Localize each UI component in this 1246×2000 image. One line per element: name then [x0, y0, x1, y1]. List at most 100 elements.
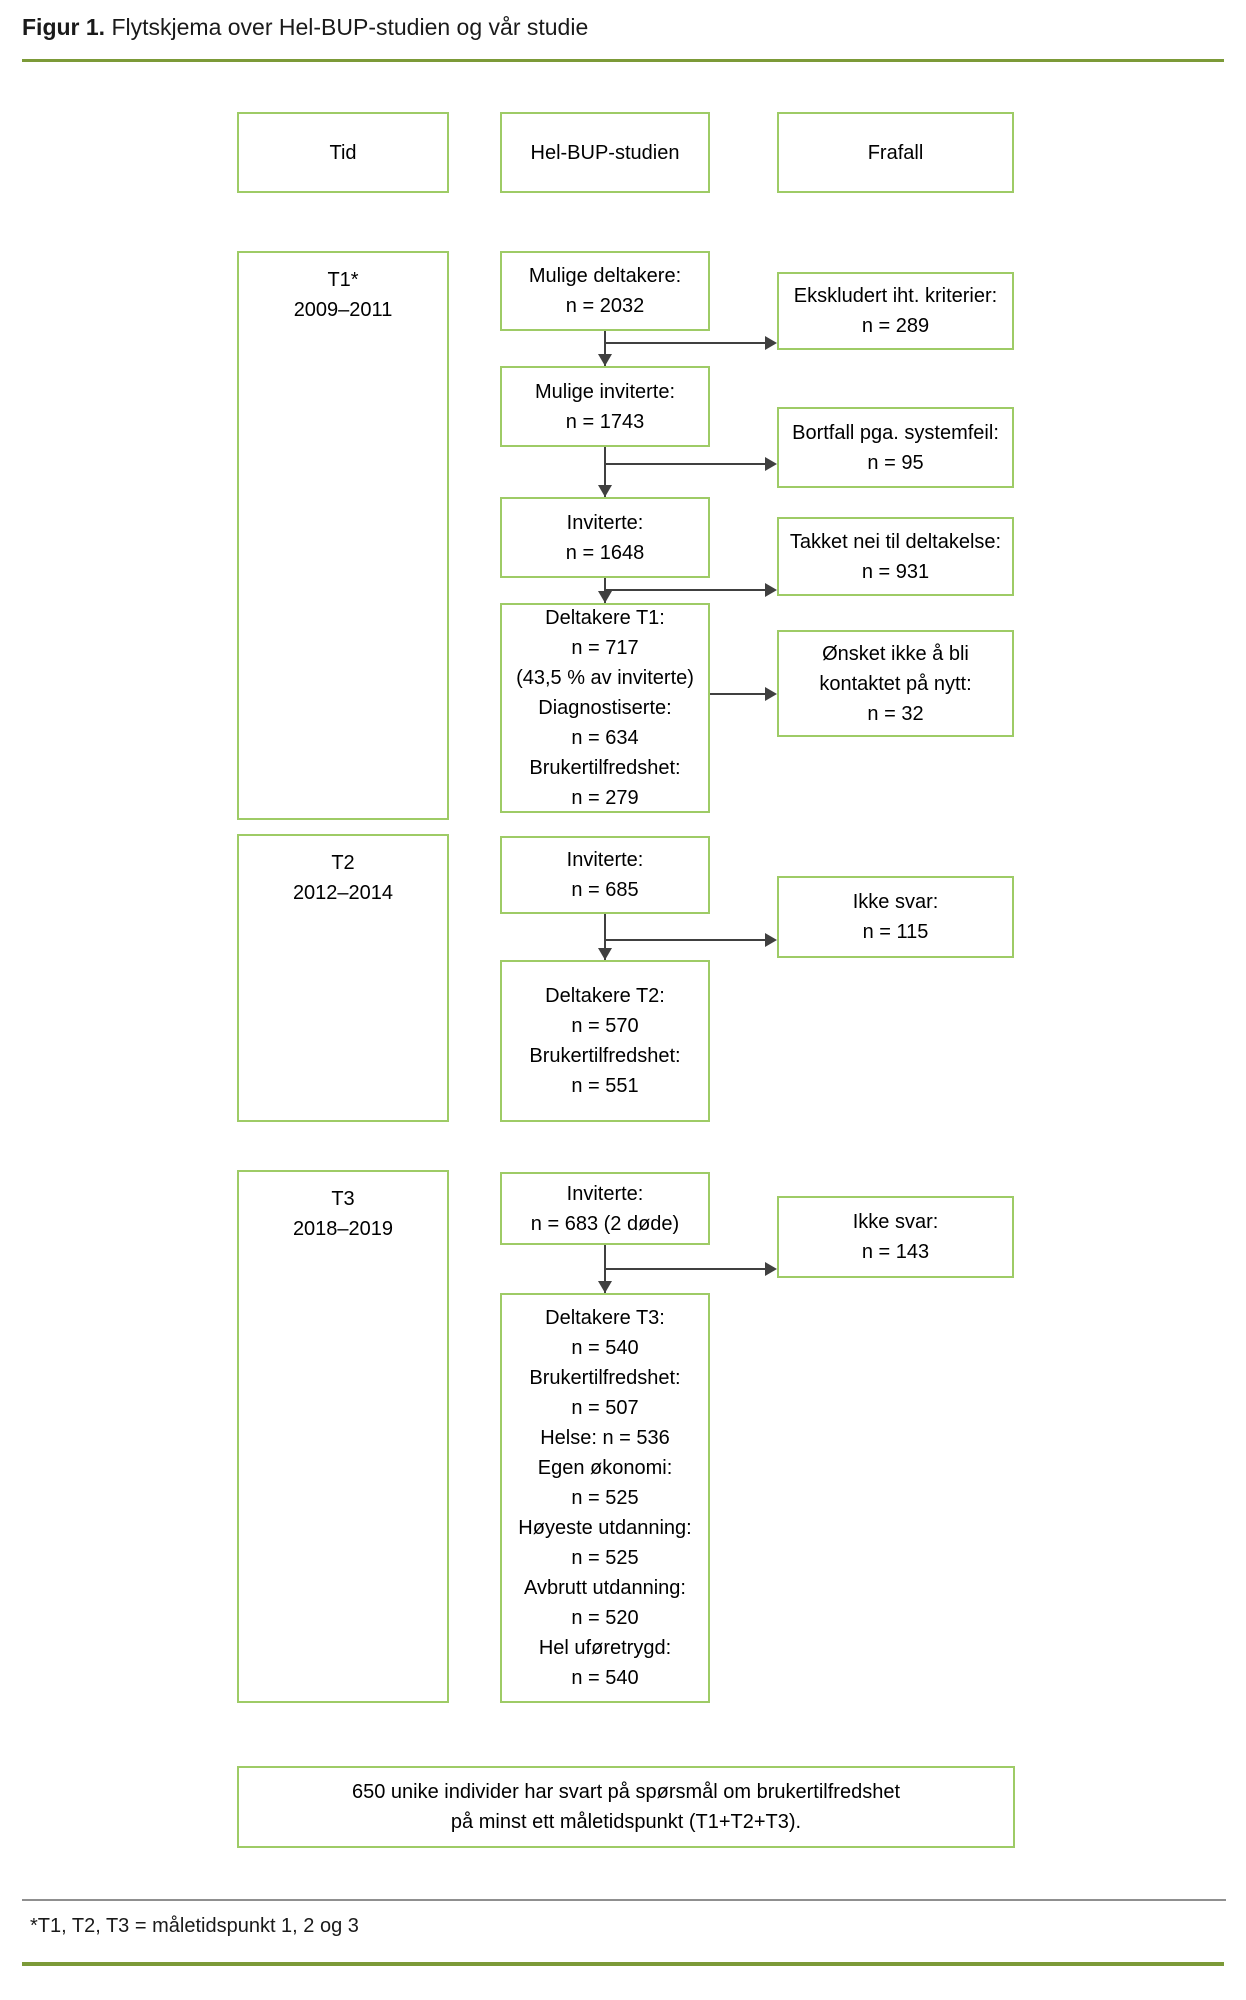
footnote-separator-rule — [22, 1899, 1226, 1901]
arrowhead-down-icon — [598, 1281, 612, 1293]
timeline-t1-years: 2009–2011 — [293, 299, 393, 321]
connector-line — [604, 342, 765, 344]
figure-title-text: Flytskjema over Hel-BUP-studien og vår s… — [105, 14, 589, 40]
node-line: på minst ett måletidspunkt (T1+T2+T3). — [450, 1811, 802, 1833]
header-label-tid: Tid — [329, 141, 357, 164]
arrowhead-right-icon — [765, 583, 777, 597]
arrowhead-down-icon — [598, 591, 612, 603]
node-ekskludert: Ekskludert iht. kriterier: n = 289 — [777, 272, 1014, 350]
header-box-frafall: Frafall — [777, 112, 1014, 193]
connector-line — [604, 589, 765, 591]
timeline-t1-label: T1* — [327, 269, 359, 291]
bottom-rule — [22, 1962, 1224, 1966]
node-takket-nei: Takket nei til deltakelse: n = 931 — [777, 517, 1014, 596]
node-line: n = 1743 — [565, 410, 645, 433]
node-line: Inviterte: — [566, 849, 644, 871]
node-line: Diagnostiserte: — [538, 697, 672, 719]
node-line: Deltakere T1: — [545, 607, 665, 629]
node-line: n = 717 — [571, 637, 639, 659]
node-bortfall: Bortfall pga. systemfeil: n = 95 — [777, 407, 1014, 488]
connector-line — [604, 447, 606, 497]
node-line: Hel uføretrygd: — [538, 1637, 672, 1659]
node-line: n = 525 — [571, 1487, 639, 1509]
node-line: Mulige deltakere: — [528, 265, 682, 287]
arrowhead-down-icon — [598, 948, 612, 960]
node-line: Inviterte: — [566, 511, 644, 534]
timeline-t3-years: 2018–2019 — [292, 1218, 394, 1240]
node-line: Brukertilfredshet: — [529, 1045, 681, 1067]
connector-line — [604, 463, 765, 465]
node-ikke-svar-t3: Ikke svar: n = 143 — [777, 1196, 1014, 1278]
node-line: n = 279 — [571, 787, 639, 809]
node-line: n = 540 — [571, 1667, 639, 1689]
node-line: n = 143 — [861, 1241, 930, 1263]
node-line: n = 520 — [571, 1607, 639, 1629]
node-line: n = 95 — [867, 451, 924, 474]
node-line: Takket nei til deltakelse: — [789, 530, 1002, 553]
figure-title: Figur 1. Flytskjema over Hel-BUP-studien… — [22, 12, 588, 42]
node-line: n = 289 — [861, 315, 930, 337]
title-separator-rule — [22, 59, 1224, 62]
node-line: n = 1648 — [565, 541, 645, 564]
node-line: Brukertilfredshet: — [529, 757, 681, 779]
arrowhead-down-icon — [598, 485, 612, 497]
node-line: n = 570 — [571, 1015, 639, 1037]
node-line: Høyeste utdanning: — [518, 1517, 692, 1539]
header-label-frafall: Frafall — [867, 141, 924, 164]
figure-footnote: *T1, T2, T3 = måletidspunkt 1, 2 og 3 — [30, 1915, 359, 1937]
node-deltakere-t1: Deltakere T1: n = 717 (43,5 % av inviter… — [500, 603, 710, 813]
node-line: Ekskludert iht. kriterier: — [793, 285, 998, 307]
node-mulige-inviterte: Mulige inviterte: n = 1743 — [500, 366, 710, 447]
node-line: Ikke svar: — [852, 891, 939, 913]
node-line: n = 2032 — [565, 295, 645, 317]
node-line: Helse: n = 536 — [540, 1427, 670, 1449]
node-inviterte-t3: Inviterte: n = 683 (2 døde) — [500, 1172, 710, 1245]
node-line: n = 507 — [571, 1397, 639, 1419]
header-box-study: Hel-BUP-studien — [500, 112, 710, 193]
node-line: Deltakere T2: — [545, 985, 665, 1007]
node-summary: 650 unike individer har svart på spørsmå… — [237, 1766, 1015, 1848]
node-line: 650 unike individer har svart på spørsmå… — [351, 1781, 901, 1803]
node-inviterte-t1: Inviterte: n = 1648 — [500, 497, 710, 578]
timeline-box-t3: T3 2018–2019 — [237, 1170, 449, 1703]
node-line: n = 525 — [571, 1547, 639, 1569]
header-box-tid: Tid — [237, 112, 449, 193]
node-line: (43,5 % av inviterte) — [516, 667, 694, 689]
timeline-box-t2: T2 2012–2014 — [237, 834, 449, 1122]
node-line: n = 540 — [571, 1337, 639, 1359]
node-line: Ønsket ikke å bli — [822, 642, 969, 665]
node-line: n = 551 — [571, 1075, 639, 1097]
timeline-t2-label: T2 — [331, 852, 355, 874]
arrowhead-right-icon — [765, 1262, 777, 1276]
node-line: Egen økonomi: — [537, 1457, 673, 1479]
node-line: Bortfall pga. systemfeil: — [792, 421, 999, 444]
node-line: Mulige inviterte: — [534, 380, 676, 403]
node-mulige-deltakere: Mulige deltakere: n = 2032 — [500, 251, 710, 331]
connector-line — [604, 331, 606, 366]
node-line: n = 685 — [571, 879, 639, 901]
connector-line — [710, 693, 765, 695]
connector-line — [604, 914, 606, 960]
node-line: Inviterte: — [566, 1182, 644, 1205]
node-line: Ikke svar: — [852, 1211, 939, 1233]
arrowhead-right-icon — [765, 687, 777, 701]
timeline-t3-label: T3 — [331, 1188, 355, 1210]
header-label-study: Hel-BUP-studien — [530, 141, 680, 164]
node-line: n = 931 — [861, 560, 930, 583]
figure-title-number: Figur 1. — [22, 14, 106, 40]
node-onsket-ikke: Ønsket ikke å bli kontaktet på nytt: n =… — [777, 630, 1014, 737]
node-inviterte-t2: Inviterte: n = 685 — [500, 836, 710, 914]
node-deltakere-t2: Deltakere T2: n = 570 Brukertilfredshet:… — [500, 960, 710, 1122]
node-line: n = 634 — [571, 727, 639, 749]
node-line: kontaktet på nytt: — [819, 672, 972, 695]
timeline-box-t1: T1* 2009–2011 — [237, 251, 449, 820]
node-line: n = 32 — [867, 702, 924, 725]
node-line: Avbrutt utdanning: — [524, 1577, 686, 1599]
node-line: n = 683 (2 døde) — [530, 1212, 680, 1235]
arrowhead-right-icon — [765, 457, 777, 471]
arrowhead-right-icon — [765, 336, 777, 350]
arrowhead-down-icon — [598, 354, 612, 366]
node-line: Deltakere T3: — [545, 1307, 665, 1329]
node-ikke-svar-t2: Ikke svar: n = 115 — [777, 876, 1014, 958]
